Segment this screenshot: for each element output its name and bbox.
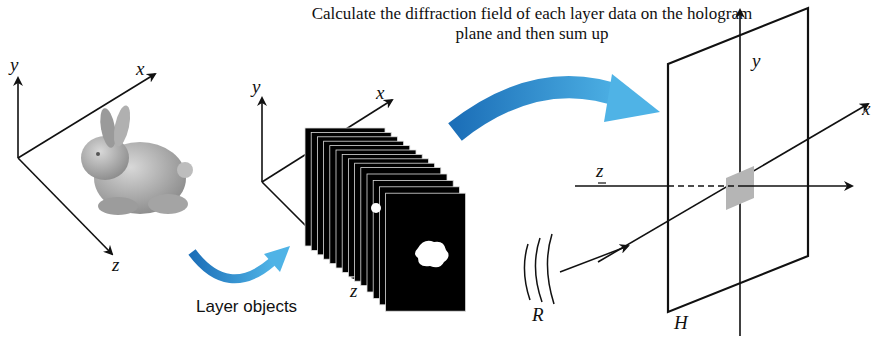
axis-label: x <box>862 98 870 120</box>
axis-label: z <box>350 280 357 302</box>
flow-arrow <box>192 252 272 279</box>
flow-arrowhead <box>604 74 660 122</box>
hologram-plane <box>575 8 868 336</box>
caption-text: Layer objects <box>196 297 297 317</box>
axis-label: x <box>376 82 384 104</box>
flow-arrowhead <box>264 246 290 272</box>
axis-label: z <box>112 254 119 276</box>
axis-label: y <box>752 50 760 72</box>
bunny <box>81 104 193 215</box>
axis-label: H <box>674 312 688 334</box>
axis-label: x <box>136 58 144 80</box>
axis-label: z <box>596 160 603 182</box>
annotation-text: Calculate the diffraction field of each … <box>302 4 762 43</box>
axis-label: R <box>532 304 544 326</box>
flow-arrow <box>455 87 625 132</box>
reference-wave <box>524 234 628 304</box>
axis-label: y <box>252 76 260 98</box>
axis-label: y <box>10 54 18 76</box>
layer-stack <box>305 128 466 311</box>
